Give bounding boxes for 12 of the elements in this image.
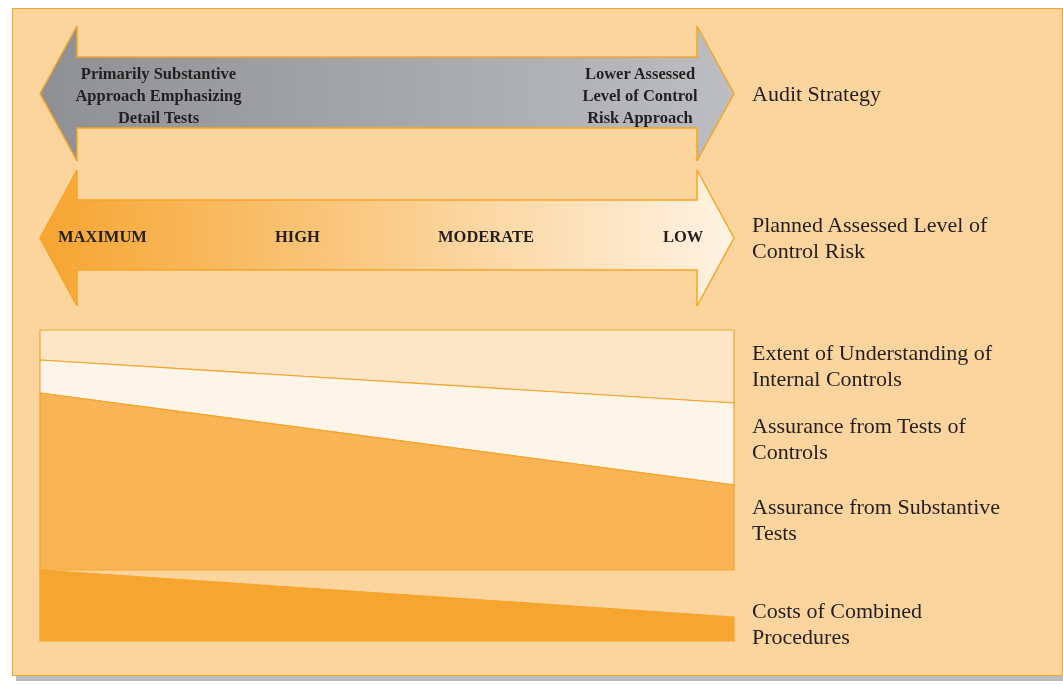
arrow-label: LOW (663, 226, 704, 248)
arrow-label: Primarily Substantive Approach Emphasizing Detail Tests (74, 63, 243, 129)
row-label: Costs of Combined Procedures (752, 597, 923, 651)
row-label: Assurance from Substantive Tests (752, 493, 1002, 547)
arrow-label: MODERATE (438, 226, 534, 248)
row-label: Audit Strategy (752, 80, 882, 107)
arrow-label: HIGH (275, 226, 320, 248)
arrow-label: Lower Assessed Level of Control Risk Approach (581, 63, 699, 129)
arrow-label: MAXIMUM (58, 226, 147, 248)
row-label: Extent of Understanding of Internal Controls (752, 339, 994, 393)
row-label: Assurance from Tests of Controls (752, 412, 967, 466)
row-label: Planned Assessed Level of Control Risk (752, 211, 989, 265)
